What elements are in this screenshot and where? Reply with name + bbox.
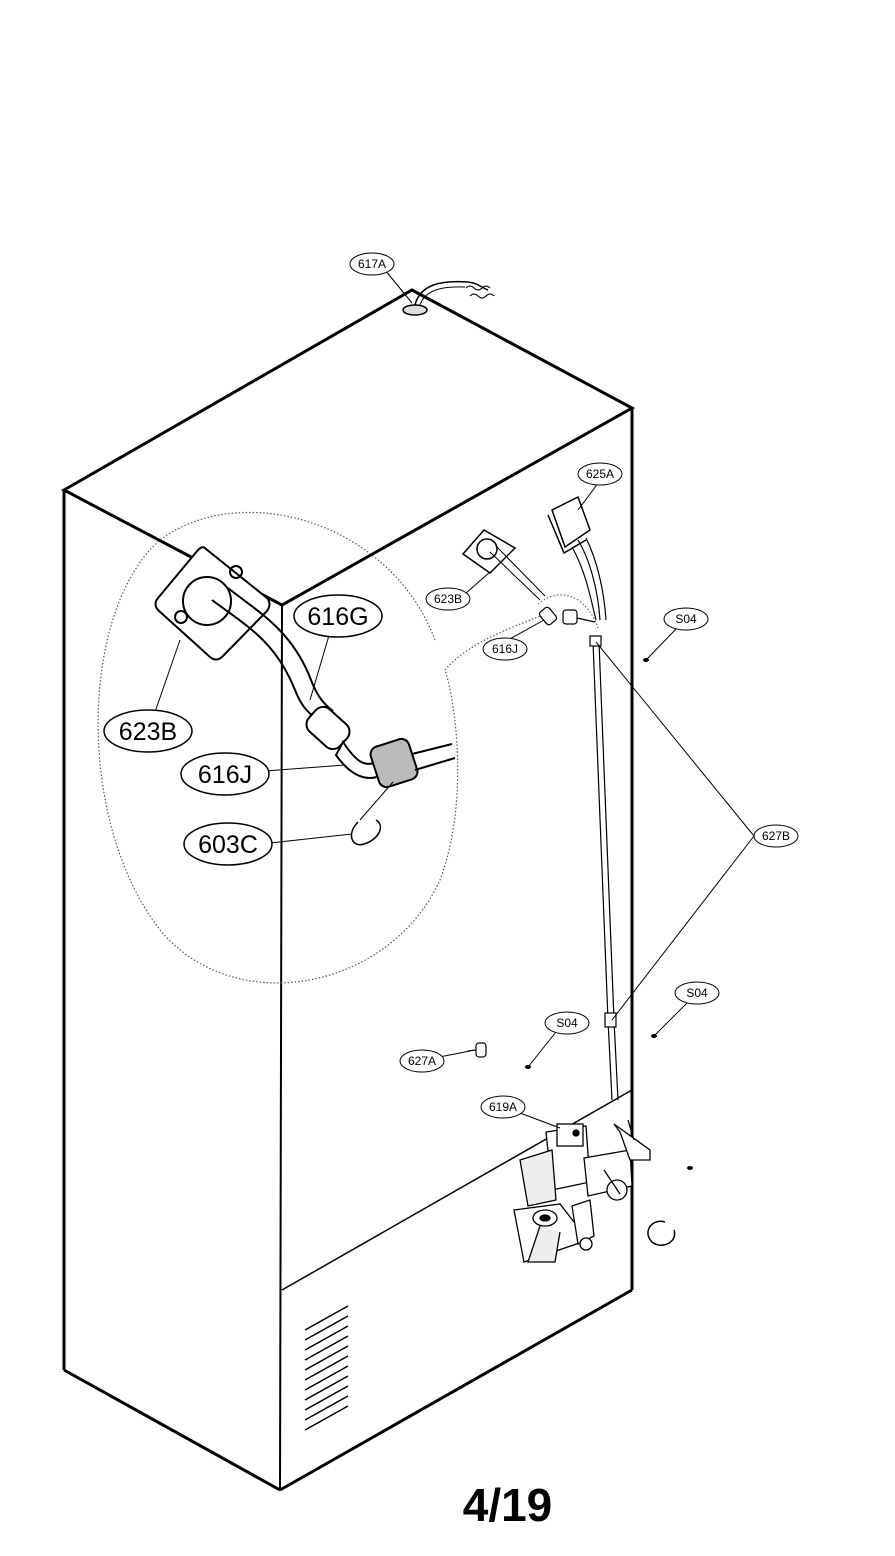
detail-callout-623B: 623B [103, 709, 193, 753]
bracket-623B [461, 529, 546, 601]
svg-text:617A: 617A [358, 257, 386, 271]
svg-text:627A: 627A [408, 1054, 436, 1068]
detail-callout-616J: 616J [180, 752, 270, 796]
svg-text:S04: S04 [686, 986, 708, 1000]
page-number: 4/19 [462, 1479, 553, 1531]
svg-text:616J: 616J [492, 642, 518, 656]
svg-text:616G: 616G [307, 603, 368, 631]
svg-text:603C: 603C [198, 831, 258, 859]
svg-text:616J: 616J [198, 761, 252, 789]
sensor-625A [547, 495, 607, 621]
clip-627A [467, 1042, 487, 1058]
callout-S04-b: S04 [674, 981, 720, 1005]
elbow-616J [537, 594, 599, 629]
svg-text:S04: S04 [675, 612, 697, 626]
svg-text:S04: S04 [556, 1016, 578, 1030]
detail-callout-603C: 603C [183, 822, 273, 866]
detail-callout-616G: 616G [293, 594, 383, 638]
callout-627A: 627A [399, 1049, 445, 1073]
water-valve-619A [513, 1119, 651, 1263]
svg-text:627B: 627B [762, 829, 790, 843]
svg-text:623B: 623B [119, 718, 177, 746]
callout-623B-small: 623B [425, 587, 471, 611]
detail-clip-603C [350, 819, 382, 846]
callout-619A: 619A [480, 1095, 526, 1119]
svg-text:619A: 619A [489, 1100, 517, 1114]
callout-617A: 617A [349, 252, 395, 276]
callout-S04-c: S04 [544, 1011, 590, 1035]
callout-616J-small: 616J [482, 637, 528, 661]
detail-bracket-623B [154, 546, 271, 661]
detail-elbow-616J [305, 705, 456, 789]
water-line [589, 635, 619, 1101]
detail-bubble-outline [97, 511, 551, 984]
svg-text:623B: 623B [434, 592, 462, 606]
detail-tube-616G [211, 587, 334, 721]
vent-grille [304, 1305, 349, 1431]
snap-ring [647, 1220, 676, 1246]
screws-S04 [525, 658, 693, 1170]
refrigerator-cabinet [60, 288, 636, 1492]
callout-625A: 625A [577, 462, 623, 486]
callout-S04-a: S04 [663, 607, 709, 631]
callout-627B: 627B [753, 824, 799, 848]
top-inlet-grommet [402, 280, 495, 316]
svg-text:625A: 625A [586, 467, 614, 481]
